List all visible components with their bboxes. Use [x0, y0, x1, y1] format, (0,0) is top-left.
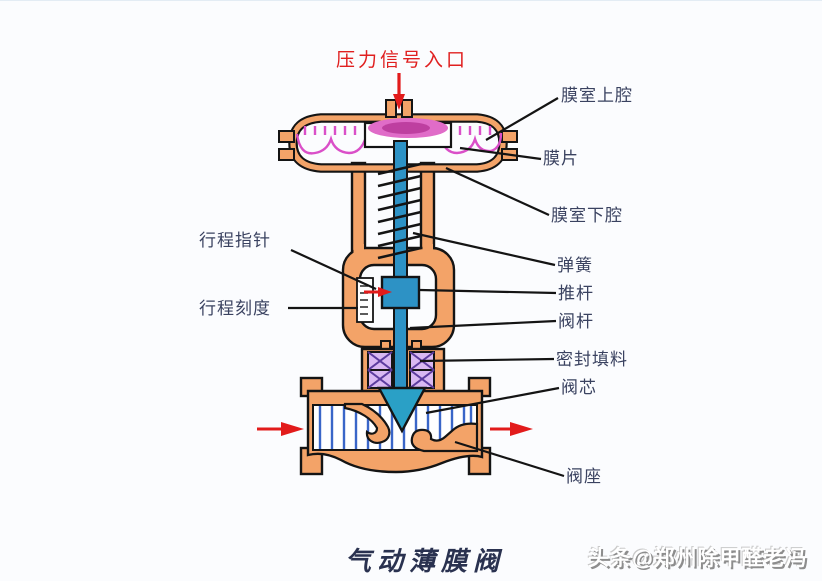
leader-valve-seat: [454, 440, 565, 478]
label-diaphragm: 膜片: [543, 149, 579, 168]
diagram-title: 气动薄膜阀: [344, 547, 505, 577]
weir-upper: [343, 402, 391, 444]
label-packing: 密封填料: [556, 350, 628, 369]
pressure-signal-arrow: [393, 73, 405, 110]
leader-valve-stem: [409, 319, 557, 330]
actuator-dome: [278, 99, 518, 173]
diaphragm-membrane: [295, 118, 503, 155]
label-spring: 弹簧: [557, 256, 593, 275]
diaphragm-pad-center: [382, 122, 430, 134]
leader-push-rod: [419, 288, 557, 295]
leader-packing: [419, 357, 555, 363]
leader-upper-chamber: [485, 97, 559, 141]
label-travel-scale: 行程刻度: [199, 299, 271, 318]
stem-and-spring: [376, 140, 428, 434]
spring-coils: [377, 162, 422, 260]
actuator-neck: [350, 161, 436, 257]
label-valve-stem: 阀杆: [558, 312, 594, 331]
label-valve-seat: 阀座: [566, 467, 602, 486]
watermark: 头条@郑州除甲醛老冯: [588, 547, 808, 570]
travel-pointer-arrow: [364, 287, 392, 297]
leader-lines: [288, 97, 565, 478]
flow-arrow-right: [490, 422, 533, 436]
label-pressure-inlet: 压力信号入口: [335, 50, 468, 71]
leader-lower-chamber: [445, 166, 550, 217]
flow-arrow-left: [257, 422, 304, 436]
label-travel-pointer: 行程指针: [199, 231, 271, 250]
air-inlet-nub: [385, 99, 413, 118]
label-lower-chamber: 膜室下腔: [551, 206, 623, 225]
leader-spring: [412, 231, 556, 267]
leader-diaphragm: [459, 146, 542, 161]
valve-plug: [376, 386, 428, 434]
label-valve-core: 阀芯: [561, 378, 597, 397]
leader-travel-pointer: [290, 249, 377, 290]
leader-valve-core: [425, 386, 560, 415]
label-upper-chamber: 膜室上腔: [561, 86, 633, 105]
label-push-rod: 推杆: [558, 284, 594, 303]
